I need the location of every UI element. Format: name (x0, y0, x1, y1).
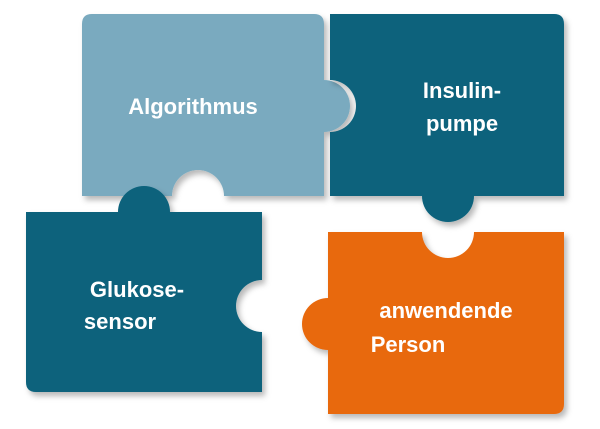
piece-insulinpumpe: Insulin- pumpe (330, 14, 564, 222)
label-anwendende-person-line1: anwendende (379, 298, 512, 323)
label-anwendende-person-line2: Person (371, 332, 446, 357)
label-insulinpumpe-line2: pumpe (426, 111, 498, 136)
piece-glukosesensor: Glukose- sensor (26, 186, 262, 392)
label-algorithmus: Algorithmus (128, 94, 258, 119)
piece-insulinpumpe-shape (330, 14, 564, 222)
piece-glukosesensor-shape (26, 186, 262, 392)
label-glukosesensor-line2: sensor (84, 309, 157, 334)
piece-algorithmus-shape (82, 14, 350, 196)
piece-anwendende-person: anwendende Person (302, 232, 564, 414)
piece-algorithmus: Algorithmus (82, 14, 350, 196)
piece-anwendende-person-shape (302, 232, 564, 414)
label-glukosesensor-line1: Glukose- (90, 277, 184, 302)
label-insulinpumpe-line1: Insulin- (423, 78, 501, 103)
